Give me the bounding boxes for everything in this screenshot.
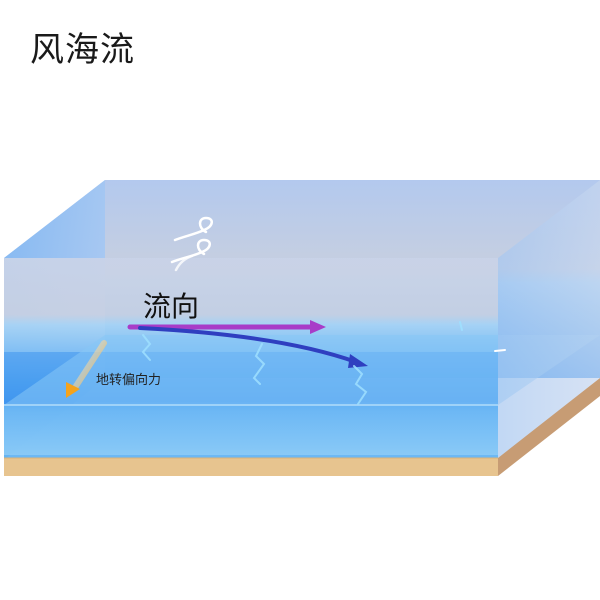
coriolis-arrow-icon (66, 340, 107, 398)
deflected-arrow-icon (138, 326, 368, 368)
water-block (4, 180, 600, 460)
sediment-base (4, 378, 600, 476)
flow-arrow-icon (127, 320, 326, 334)
flow-direction-label: 流向 (143, 290, 199, 323)
sediment-right (498, 378, 600, 476)
bottom-water-layer (4, 405, 498, 455)
bottom-water-slope (4, 335, 600, 405)
surface-mark (494, 349, 506, 352)
wind-swirl-icon (170, 216, 213, 272)
current-squiggles (141, 321, 463, 405)
water-right-face (498, 180, 600, 460)
sediment-front (4, 458, 498, 476)
page-title: 风海流 (30, 30, 135, 70)
coriolis-force-label: 地转偏向力 (96, 372, 161, 388)
